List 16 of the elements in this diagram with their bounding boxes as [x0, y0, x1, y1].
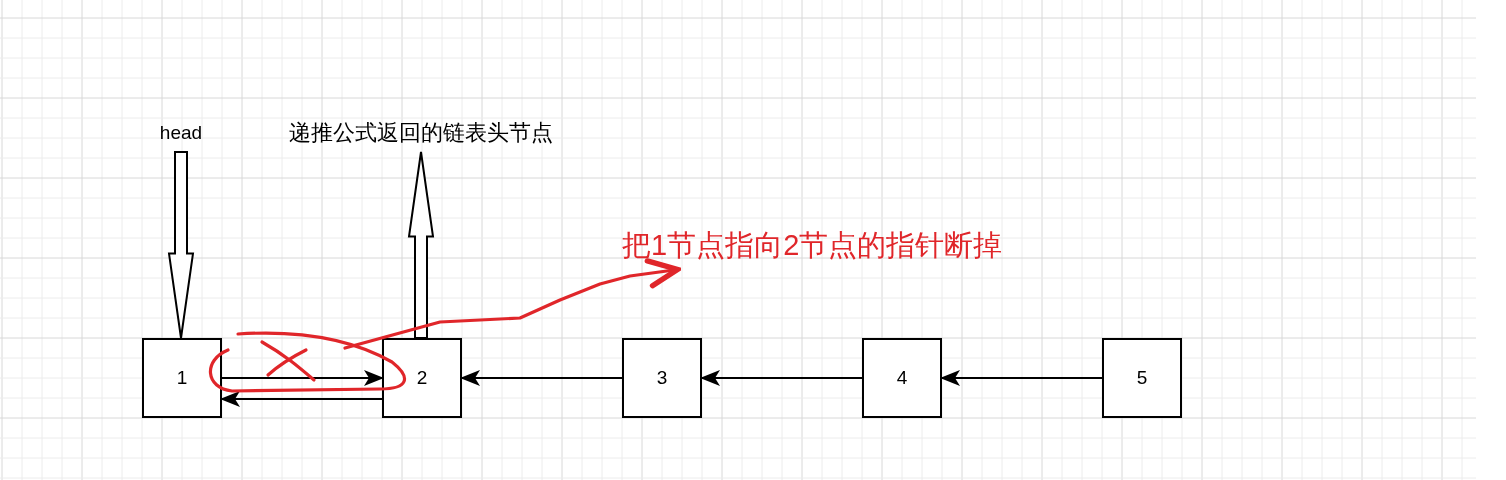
arrow: [221, 370, 384, 386]
pointer-label: 递推公式返回的链表头节点: [268, 114, 574, 152]
list-node-box: 2: [382, 338, 462, 418]
annotation-text: 把1节点指向2节点的指针断掉: [622, 222, 1034, 270]
arrow: [700, 370, 863, 386]
arrow: [940, 370, 1103, 386]
block-arrow: [407, 151, 435, 339]
list-node-box: 5: [1102, 338, 1182, 418]
list-node-box: 3: [622, 338, 702, 418]
list-node-box: 4: [862, 338, 942, 418]
list-node-box: 1: [142, 338, 222, 418]
arrow: [220, 391, 383, 407]
arrow: [460, 370, 623, 386]
block-arrow: [167, 151, 195, 339]
hand-drawn-arrow: [343, 258, 681, 350]
pointer-label: head: [150, 114, 212, 152]
